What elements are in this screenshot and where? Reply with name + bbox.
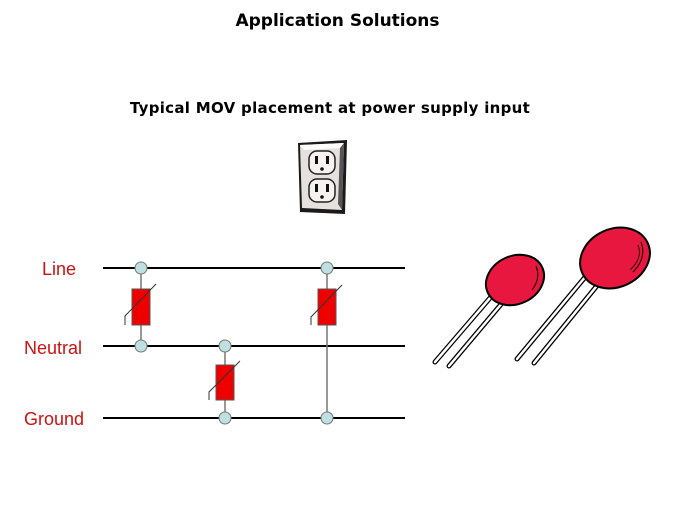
node-ground-2 [320, 411, 334, 425]
slide-subtitle: Typical MOV placement at power supply in… [129, 99, 531, 117]
mov-line-ground [310, 268, 343, 418]
mov-neutral-ground [208, 346, 241, 418]
large-mov-component-icon [514, 226, 651, 366]
small-mov-component-icon [432, 253, 546, 369]
rail-label-line: Line [42, 259, 77, 279]
mov-line-neutral [124, 268, 157, 346]
node-ground-1 [218, 411, 232, 425]
node-neutral-1 [134, 339, 148, 353]
node-line-1 [134, 261, 148, 275]
outlet-socket-bottom [308, 178, 336, 203]
rail-label-neutral: Neutral [24, 338, 83, 358]
wall-outlet-icon [298, 140, 347, 214]
node-line-2 [320, 261, 334, 275]
rail-label-ground: Ground [24, 409, 85, 429]
slide-title: Application Solutions [235, 11, 440, 31]
node-neutral-2 [218, 339, 232, 353]
outlet-socket-top [308, 150, 336, 175]
